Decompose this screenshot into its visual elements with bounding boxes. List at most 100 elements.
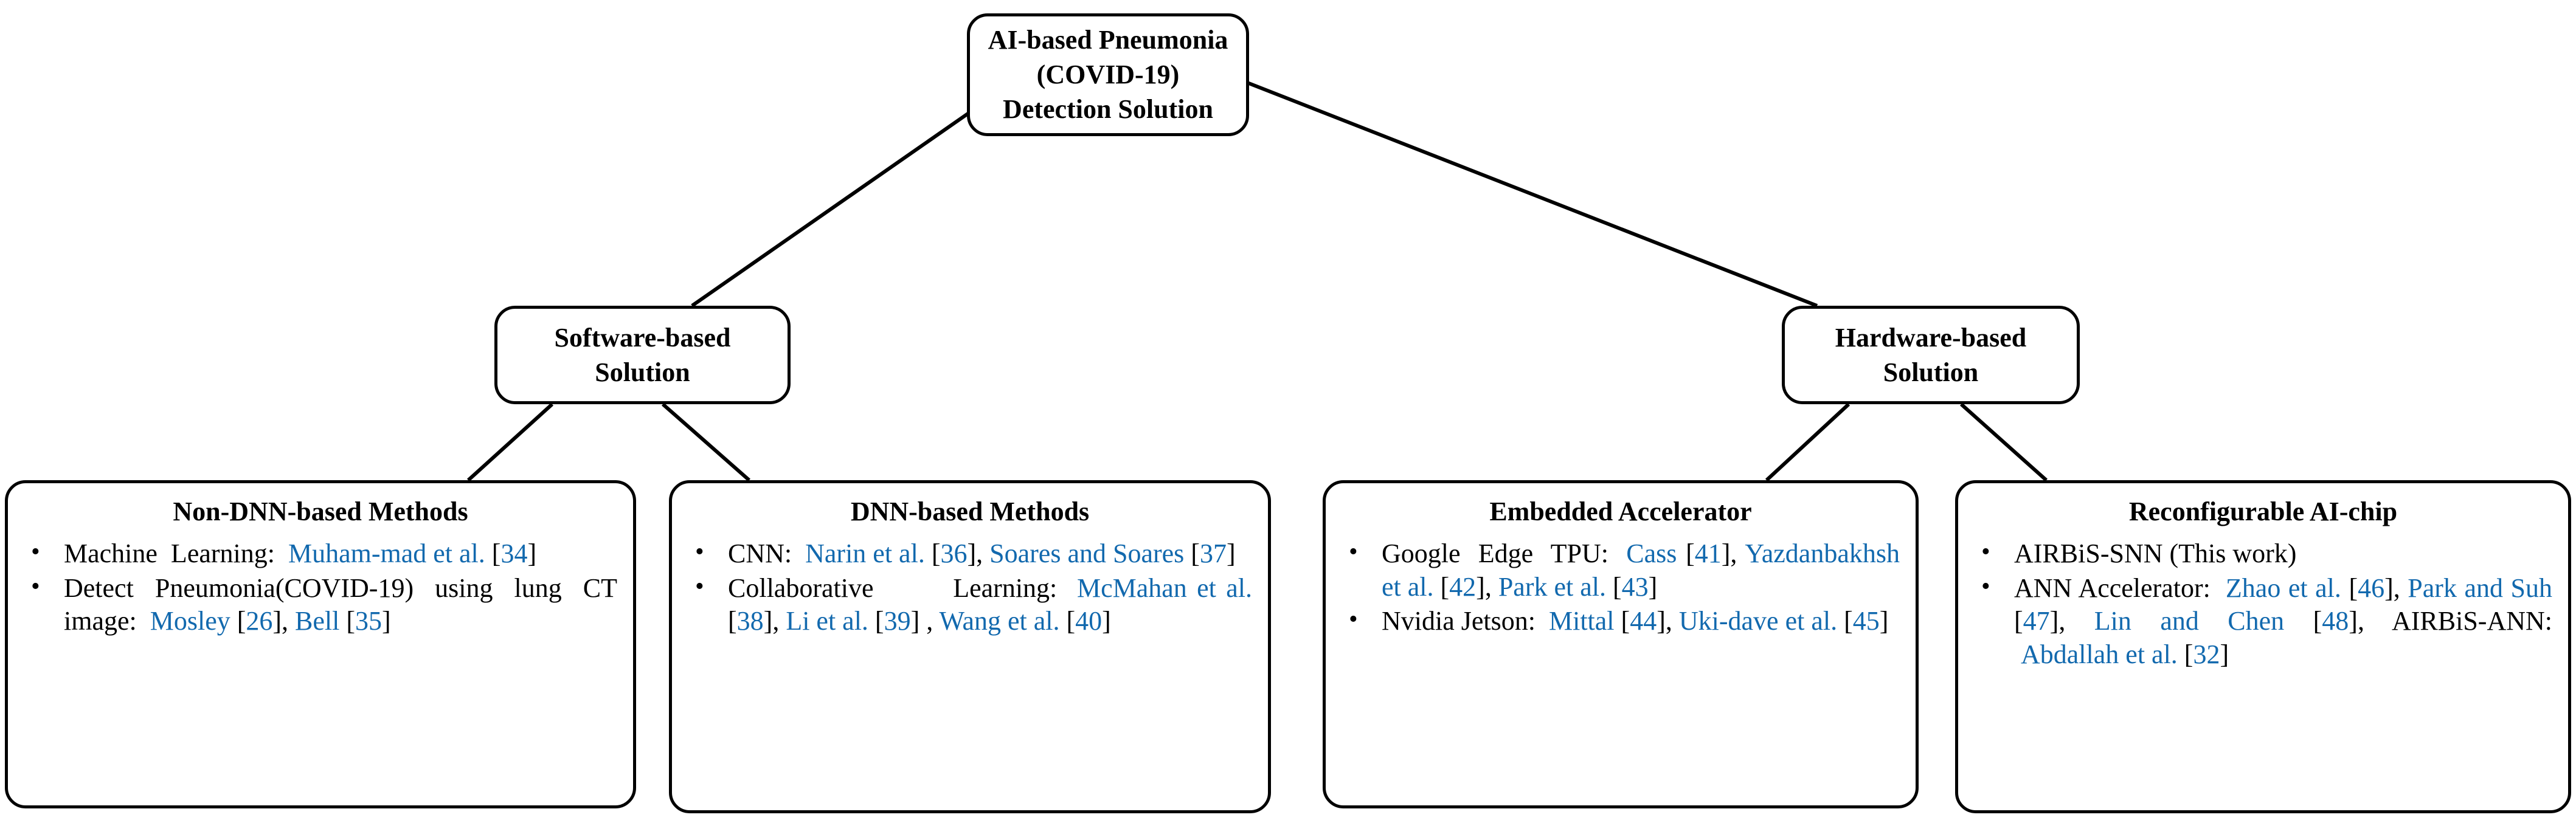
bracket-open: [ (931, 539, 941, 569)
node-hardware-based-solution[interactable]: Hardware-based Solution (1782, 306, 2080, 404)
comma-separator: , (282, 606, 289, 636)
citation-group-mosley[interactable]: Mosley [26] (143, 606, 282, 636)
node-root[interactable]: AI-based Pneumonia (COVID-19) Detection … (967, 13, 1249, 136)
non-dnn-bullet-list: Machine Learning: Muham-mad et al. [34] … (24, 536, 617, 638)
citation-group-lin-chen[interactable]: Lin and Chen [48] (2094, 606, 2358, 636)
edge-software-to-dnn (662, 402, 750, 482)
hardware-title: Hardware-based Solution (1785, 320, 2077, 390)
edge-hardware-to-reconfigurable (1960, 402, 2048, 482)
bracket-open: [ (1621, 606, 1630, 636)
bracket-close: ] (1226, 539, 1236, 569)
bracket-close: ] (967, 539, 977, 569)
edge-hardware-to-embedded (1765, 402, 1851, 482)
list-item[interactable]: Google Edge TPU: Cass [41], Yazdanbakhsh… (1342, 536, 1900, 604)
bracket-open: [ (1440, 571, 1450, 602)
dnn-title: DNN-based Methods (850, 497, 1090, 526)
embedded-title: Embedded Accelerator (1489, 497, 1752, 526)
bracket-open: [ (874, 606, 884, 636)
list-item[interactable]: Nvidia Jetson: Mittal [44], Uki-dave et … (1342, 604, 1900, 638)
bracket-open: [ (1613, 571, 1622, 602)
citation-group-ukidave[interactable]: Uki-dave et al. [45] (1678, 606, 1889, 636)
bracket-open: [ (2184, 639, 2193, 669)
embedded-bullet-list: Google Edge TPU: Cass [41], Yazdanbakhsh… (1342, 536, 1900, 638)
bracket-open: [ (1066, 606, 1076, 636)
root-title: AI-based Pneumonia (COVID-19) Detection … (980, 22, 1236, 127)
bracket-open: [ (237, 606, 246, 636)
bracket-close: ] (1657, 606, 1666, 636)
citation-group-yazdanbakhsh[interactable]: Yazdanbakhsh et al. [42] (1382, 539, 1900, 602)
bracket-close: ] (2220, 639, 2229, 669)
citation-group-bell[interactable]: Bell [35] (295, 606, 391, 636)
comma-separator: , (1730, 539, 1737, 569)
bracket-close: ] (382, 606, 391, 636)
comma-separator: , (1484, 571, 1492, 602)
comma-separator: , (2058, 606, 2066, 636)
citation-group-abdallah[interactable]: Abdallah et al. [32] (2014, 639, 2229, 669)
bullet-label-detect-pneumonia: Detect Pneumonia(COVID-19) using lung CT… (64, 573, 617, 636)
node-non-dnn-based-methods[interactable]: Non-DNN-based Methods Machine Learning: … (5, 480, 636, 808)
hardware-title-line2: Solution (1883, 357, 1979, 387)
bracket-open: [ (1844, 606, 1853, 636)
bracket-close: ] (2384, 573, 2394, 603)
list-item[interactable]: AIRBiS-SNN (This work) (1974, 536, 2552, 571)
citation-group-soares[interactable]: Soares and Soares [37] (989, 539, 1236, 569)
citation-group-park-suh[interactable]: Park and Suh [47] (2014, 573, 2553, 636)
software-title: Software-based Solution (497, 320, 788, 390)
bullet-label-airbis-snn: AIRBiS-SNN (This work) (2014, 539, 2297, 569)
non-dnn-title: Non-DNN-based Methods (173, 497, 468, 526)
edge-software-to-non-dnn (466, 402, 554, 482)
list-item[interactable]: Machine Learning: Muham-mad et al. [34] (24, 536, 617, 571)
bracket-close: ] (1879, 606, 1889, 636)
bullet-label-machine-learning: Machine Learning: (64, 539, 275, 569)
bullet-label-nvidia-jetson: Nvidia Jetson: (1382, 606, 1536, 636)
bullet-label-airbis-ann: AIRBiS-ANN: (2391, 606, 2552, 636)
bullet-label-google-edge-tpu: Google Edge TPU: (1382, 539, 1609, 569)
bracket-close: ] (1102, 606, 1111, 636)
citation-group-mittal[interactable]: Mittal [44] (1542, 606, 1666, 636)
comma-separator: , (976, 539, 983, 569)
citation-group-wang[interactable]: Wang et al. [40] (939, 606, 1111, 636)
bracket-open: [ (491, 539, 501, 569)
bracket-open: [ (2349, 573, 2358, 603)
bracket-close: ] (272, 606, 282, 636)
bracket-close: ] (1721, 539, 1731, 569)
node-reconfigurable-ai-chip[interactable]: Reconfigurable AI-chip AIRBiS-SNN (This … (1955, 480, 2571, 813)
comma-separator: , (772, 606, 780, 636)
bracket-open: [ (346, 606, 356, 636)
reconfigurable-title: Reconfigurable AI-chip (2128, 497, 2398, 526)
hardware-title-line1: Hardware-based (1835, 322, 2027, 353)
bracket-close: ] (763, 606, 773, 636)
node-dnn-based-methods[interactable]: DNN-based Methods CNN: Narin et al. [36]… (669, 480, 1271, 813)
bracket-open: [ (2014, 606, 2023, 636)
list-item[interactable]: ANN Accelerator: Zhao et al. [46], Park … (1974, 571, 2553, 672)
list-item[interactable]: Detect Pneumonia(COVID-19) using lung CT… (24, 571, 617, 638)
bracket-close: ] (2049, 606, 2059, 636)
comma-separator: , (1665, 606, 1672, 636)
citation-group-narin[interactable]: Narin et al. [36] (798, 539, 977, 569)
root-title-line1: AI-based Pneumonia (COVID-19) (988, 25, 1228, 90)
bracket-open: [ (1191, 539, 1200, 569)
bracket-open: [ (728, 606, 737, 636)
citation-group-mcmahan[interactable]: McMahan et al. [38] (728, 573, 1252, 636)
list-item[interactable]: Collaborative Learning: McMahan et al. [… (688, 571, 1252, 638)
bracket-close: ] (527, 539, 537, 569)
node-embedded-accelerator[interactable]: Embedded Accelerator Google Edge TPU: Ca… (1323, 480, 1919, 808)
bracket-open: [ (1686, 539, 1695, 569)
citation-group-muhammad[interactable]: Muham-mad et al. [34] (281, 539, 537, 569)
reconfigurable-bullet-list: AIRBiS-SNN (This work) ANN Accelerator: … (1974, 536, 2553, 672)
dnn-bullet-list: CNN: Narin et al. [36], Soares and Soare… (688, 536, 1252, 638)
list-item[interactable]: CNN: Narin et al. [36], Soares and Soare… (688, 536, 1252, 571)
citation-group-zhao[interactable]: Zhao et al. [46] (2218, 573, 2394, 603)
node-software-based-solution[interactable]: Software-based Solution (494, 306, 791, 404)
citation-group-li[interactable]: Li et al. [39] (786, 606, 920, 636)
citation-group-cass[interactable]: Cass [41] (1617, 539, 1731, 569)
software-title-line2: Solution (595, 357, 690, 387)
comma-separator: , (2393, 573, 2400, 603)
bracket-open: [ (2313, 606, 2322, 636)
bracket-close: ] (910, 606, 920, 636)
citation-group-park43[interactable]: Park et al. [43] (1498, 571, 1658, 602)
bracket-close: ] (2349, 606, 2358, 636)
bracket-close: ] (1476, 571, 1485, 602)
bullet-label-cnn: CNN: (728, 539, 792, 569)
